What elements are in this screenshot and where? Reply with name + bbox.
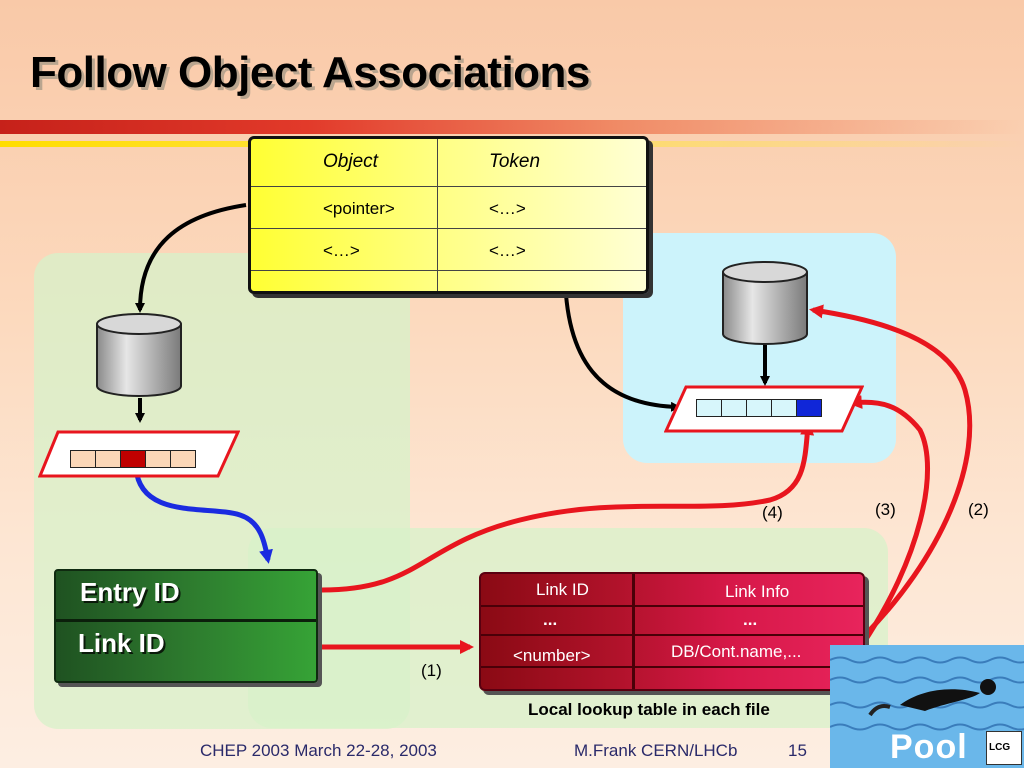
slot: [145, 450, 171, 468]
row2-object: <…>: [323, 241, 360, 260]
entry-id-label: Entry ID: [80, 577, 180, 607]
slot: [95, 450, 121, 468]
slot: [696, 399, 722, 417]
header-link-id: Link ID: [536, 580, 589, 599]
arrow-step-2: [809, 304, 973, 640]
left-slot-array: [70, 450, 196, 468]
slot: [70, 450, 96, 468]
row1-link-id: ...: [543, 610, 558, 629]
header-object: Object: [323, 151, 378, 172]
slot: [771, 399, 797, 417]
selected-slot: [796, 399, 822, 417]
row2-link-id: <number>: [513, 646, 591, 665]
right-database-icon: [722, 261, 808, 345]
pool-logo-text: Pool: [890, 728, 968, 766]
row1-object: <pointer>: [323, 199, 395, 218]
object-token-table: Object Token <pointer> <…> <…> <…>: [248, 136, 649, 294]
header-token: Token: [489, 151, 541, 172]
slot: [170, 450, 196, 468]
header-link-info: Link Info: [725, 582, 790, 601]
left-database-icon: [96, 313, 182, 397]
row1-token: <…>: [489, 199, 526, 218]
arrow-step-3: [848, 394, 931, 647]
arrow-slot-to-entry-id: [133, 467, 273, 564]
selected-slot: [120, 450, 146, 468]
link-id-label: Link ID: [78, 628, 165, 658]
page-number: 15: [788, 741, 807, 760]
step-1-label: (1): [421, 661, 442, 680]
arrow-pointer-to-left-db: [135, 203, 247, 313]
footer-conference: CHEP 2003 March 22-28, 2003: [200, 741, 437, 760]
step-4-label: (4): [762, 503, 783, 522]
row2-link-info: DB/Cont.name,...: [671, 642, 802, 661]
slot: [721, 399, 747, 417]
swimmer-icon: [830, 656, 1024, 731]
slot: [746, 399, 772, 417]
right-slot-array: [696, 399, 822, 417]
slide-title: Follow Object Associations: [30, 48, 590, 97]
arrow-token-to-right-slots: [563, 269, 681, 412]
pool-logo: Pool LCG: [830, 645, 1024, 768]
step-2-label: (2): [968, 500, 989, 519]
lcg-badge: LCG: [986, 731, 1022, 765]
title-underline-red: [0, 120, 1024, 134]
link-table-caption: Local lookup table in each file: [528, 700, 770, 719]
arrow-step-4: [321, 421, 815, 593]
link-lookup-table: Link ID Link Info ... ... <number> DB/Co…: [479, 572, 865, 691]
lcg-badge-text: LCG: [989, 742, 1011, 753]
row1-link-info: ...: [743, 610, 758, 629]
step-3-label: (3): [875, 500, 896, 519]
entry-link-id-box: Entry ID Link ID: [54, 569, 318, 683]
row2-token: <…>: [489, 241, 526, 260]
footer-author: M.Frank CERN/LHCb: [574, 741, 738, 760]
